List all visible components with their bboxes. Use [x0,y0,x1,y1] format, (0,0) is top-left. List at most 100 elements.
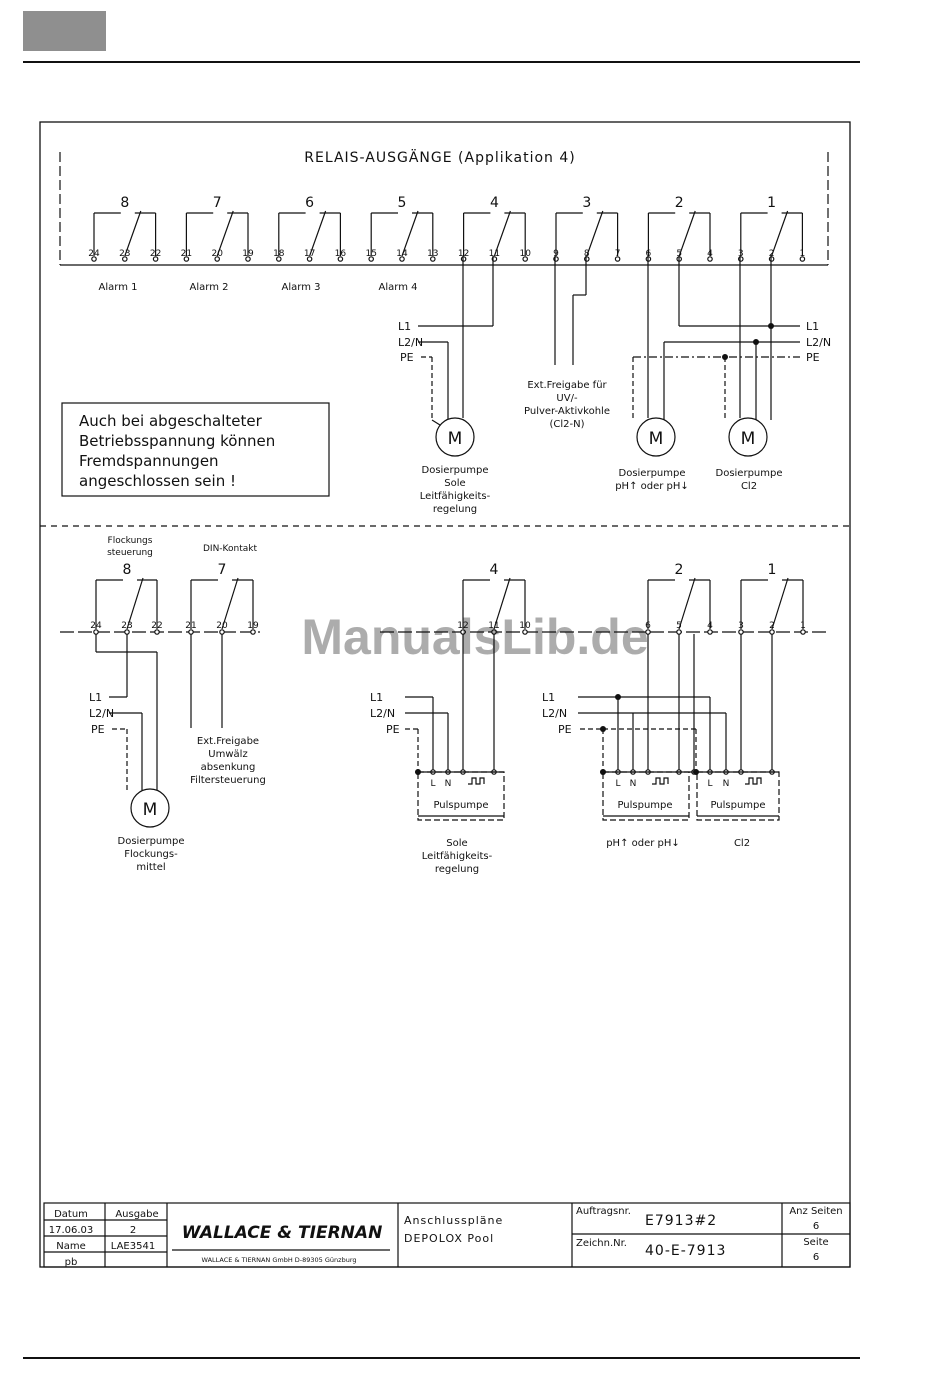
ext-release-label: Umwälz [208,749,247,760]
terminal-number: 10 [519,621,531,631]
terminal [337,256,344,262]
ext-release-label: Pulver-Aktivkohle [524,406,610,417]
alarm-label: Alarm 2 [190,282,229,293]
seite-value: 6 [813,1252,819,1263]
terminal [614,256,621,262]
pump-label: Cl2 [741,481,757,492]
pulse-pump-label: Pulspumpe [710,800,765,811]
supply-label: L2/N [89,707,114,720]
pump-label: Sole [446,838,467,849]
pump-label: Dosierpumpe [118,836,185,847]
ext-release-label: absenkung [201,762,256,773]
supply-label: PE [91,723,105,736]
pump-label: Cl2 [734,838,750,849]
pump-terminal: L [615,779,620,789]
relay-number: 7 [213,195,222,211]
terminal-number: 4 [707,621,713,631]
relay-7 [216,210,234,257]
header-rule [23,61,860,63]
relay-number: 1 [767,195,776,211]
terminal [122,256,128,262]
motor-flock [130,788,170,828]
drawing-frame [39,121,851,1268]
pump-label: regelung [433,504,477,515]
section-label: steuerung [107,548,153,558]
pulse-pump-cl2 [696,771,780,821]
terminal [368,256,375,262]
relay-number: 2 [675,562,684,578]
wire [431,419,441,426]
terminal-number: 23 [119,249,130,259]
terminal-number: 24 [90,621,102,631]
relay-number: 8 [123,562,132,578]
supply-label: PE [806,351,820,364]
terminal-number: 14 [396,249,408,259]
terminal-number: 21 [185,621,196,631]
relay-3 [586,210,604,257]
header-logo-block [23,11,106,51]
ausgabe-value: 2 [130,1225,136,1236]
company-name: WALLACE & TIERNAN [182,1223,383,1243]
terminal [250,629,256,635]
pump-terminal: N [723,779,730,789]
terminal [306,256,313,262]
terminal [707,256,713,262]
anz-label: Anz Seiten [789,1206,842,1217]
terminal-number: 22 [151,621,162,631]
pulse-symbol [652,777,669,785]
section-label: DIN-Kontakt [203,544,257,554]
terminal [800,629,806,635]
terminal [399,256,405,262]
supply-label: L2/N [542,707,567,720]
terminal-number: 13 [427,249,438,259]
ext-release-label: (Cl2-N) [549,419,584,430]
terminal-number: 2 [769,621,775,631]
supply-label: L1 [398,320,411,333]
relay-number: 2 [675,195,684,211]
terminal-number: 4 [707,249,713,259]
supply-label: L1 [370,691,383,704]
terminal-number: 9 [553,249,559,259]
pump-label: Leitfähigkeits- [422,851,493,862]
terminal-number: 12 [458,249,469,259]
terminal-number: 5 [676,621,682,631]
supply-label: L1 [806,320,819,333]
ausgabe-label: Ausgabe [115,1209,158,1220]
section-label: Flockungs [108,536,153,546]
supply-label: L2/N [370,707,395,720]
terminal-number: 11 [489,249,500,259]
pump-label: Flockungs- [124,849,178,860]
motor-label: M [448,429,463,449]
relay-number: 7 [218,562,227,578]
terminal-number: 16 [335,249,347,259]
relay-number: 8 [120,195,129,211]
diagram-title: RELAIS-AUSGÄNGE (Applikation 4) [304,148,575,166]
relay-4 [493,577,511,630]
pump-label: Leitfähigkeits- [420,491,491,502]
anz-value: 6 [813,1221,819,1232]
relay-6 [309,210,327,257]
terminal [799,256,806,262]
motor-label: M [143,800,158,820]
terminal-number: 17 [304,249,315,259]
zeichn-label: Zeichn.Nr. [576,1238,627,1249]
pulse-pump-ph [602,771,690,821]
terminal [522,629,528,635]
datum-label: Datum [54,1209,88,1220]
warning-text: angeschlossen sein ! [79,472,236,490]
auftrag-label: Auftragsnr. [576,1206,631,1217]
terminal [154,629,160,635]
datum-value: 17.06.03 [49,1225,94,1236]
relay-4 [493,210,511,257]
relay-number: 6 [305,195,314,211]
motor-ph [636,417,676,457]
terminal-number: 22 [150,249,161,259]
terminal-number: 3 [738,621,744,631]
motor-sole [435,417,475,457]
terminal [245,256,251,262]
supply-label: L2/N [398,336,423,349]
terminal [522,256,529,262]
terminal [429,256,436,262]
terminal-number: 19 [242,249,254,259]
